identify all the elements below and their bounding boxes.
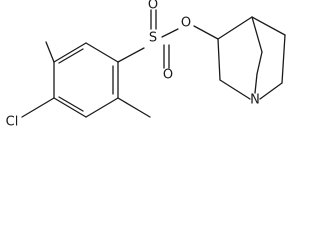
methyl-bond-upper xyxy=(45,41,55,63)
ring-bond-c5-c6 xyxy=(53,42,87,63)
ring-double-bond-inner-3 xyxy=(58,48,84,64)
cage-bond-c3-c2 xyxy=(217,38,221,81)
methyl-bond-lower xyxy=(117,97,151,118)
ester-oxygen-atom: O xyxy=(181,16,191,31)
cage-bond-c8-n xyxy=(254,73,258,94)
ring-bond-c6-c1 xyxy=(85,42,119,63)
oxygen-to-quinuclidine-bond xyxy=(193,25,219,40)
cage-bond-c4-c7 xyxy=(251,16,263,53)
ring-to-sulfur-bond xyxy=(117,47,145,63)
ring-bond-c3-c4 xyxy=(53,97,87,118)
cage-bond-c6-n xyxy=(259,82,283,100)
sulfur-atom: S xyxy=(149,31,157,46)
chlorine-atom: Cl xyxy=(6,115,19,130)
quinuclidine-cage xyxy=(217,16,286,100)
cage-bond-c7-c8 xyxy=(256,51,263,75)
ring-bond-c2-c3 xyxy=(85,97,119,118)
sulfonyl-oxygen-upper: O xyxy=(148,0,158,13)
sulfonyl-oxygen-lower: O xyxy=(163,68,173,83)
ring-double-bond-inner-2 xyxy=(58,96,84,112)
sulfur-ester-oxygen-bond xyxy=(161,28,179,38)
nitrogen-atom: N xyxy=(250,93,260,108)
chlorine-bond xyxy=(21,97,55,118)
cage-bond-c2-n xyxy=(219,79,251,100)
cage-bond-c4-c5 xyxy=(251,16,286,36)
benzene-ring xyxy=(53,42,119,118)
cage-bond-c5-c6 xyxy=(281,34,286,84)
cage-bond-c3-c4 xyxy=(217,16,253,40)
chemical-structure: Cl S O O O N xyxy=(6,0,286,130)
